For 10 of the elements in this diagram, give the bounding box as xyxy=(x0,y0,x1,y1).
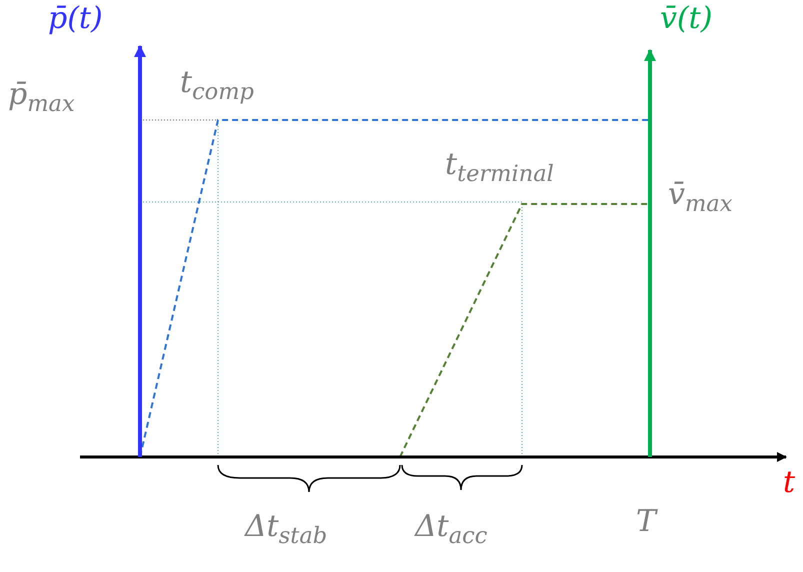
value-label: v̄$_{max}$ xyxy=(668,178,732,217)
interval-label: Δt$_{stab}$ xyxy=(245,510,328,549)
time-label: T xyxy=(636,505,656,538)
interval-label: Δt$_{acc}$ xyxy=(415,510,488,549)
time-label: t$_{terminal}$ xyxy=(445,148,554,187)
axis-label: t xyxy=(783,466,796,499)
axis-label: p̄(t) xyxy=(48,2,103,35)
time-label: t$_{comp}$ xyxy=(180,66,254,105)
axis-label: v̄(t) xyxy=(660,2,712,35)
value-label: p̄$_{max}$ xyxy=(8,78,75,117)
